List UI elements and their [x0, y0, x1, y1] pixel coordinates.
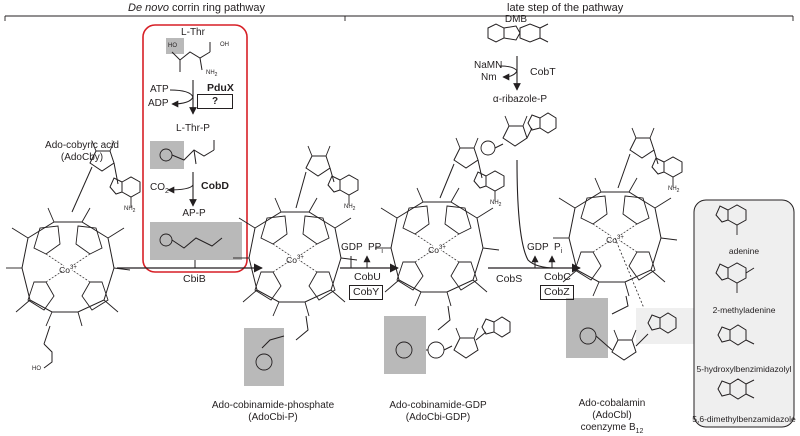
- ho-atom: HO: [168, 43, 177, 49]
- co-center-3: Co3+: [428, 244, 446, 255]
- gdp2-label: GDP: [527, 242, 549, 253]
- cobu-enzyme: CobU: [354, 271, 381, 283]
- namn-label: NaMN: [474, 60, 503, 71]
- adocbl-name: Ado-cobalamin: [578, 398, 646, 409]
- adocbl-abbrev: (AdoCbl): [592, 410, 632, 421]
- late-step-header: late step of the pathway: [507, 2, 624, 14]
- co-center-2: Co3+: [286, 254, 304, 265]
- nh2-adocbip: NH2: [344, 204, 356, 213]
- ligand-5-6-dimethylbenzamidazole: 5,6-dimethylbenzamidazole: [692, 414, 796, 424]
- nh2-atom: NH2: [206, 70, 218, 79]
- ligand-2-methyladenine: 2-methyladenine: [712, 305, 776, 315]
- denovo-header: De novo corrin ring pathway: [128, 2, 265, 14]
- adocbigdp-abbrev: (AdoCbi-GDP): [405, 412, 471, 423]
- nh2-adocby: NH2: [124, 206, 136, 215]
- adocbip-name: Ado-cobinamide-phosphate: [211, 400, 335, 411]
- co-center-4: Co3+: [606, 234, 624, 245]
- adocbip-abbrev: (AdoCbi-P): [248, 412, 298, 423]
- oh-adocby: HO: [32, 366, 41, 372]
- pdux-enzyme: PduX: [207, 82, 234, 94]
- adocby-abbrev: (AdoCby): [60, 152, 104, 163]
- adocbl-coenzyme: coenzyme B12: [580, 422, 644, 435]
- gdp-label: GDP: [341, 242, 363, 253]
- oh-atom: OH: [220, 42, 229, 48]
- cobc-enzyme: CobC: [544, 271, 571, 283]
- ribazole-label: α-ribazole-P: [492, 94, 548, 105]
- ligand-panel: [693, 199, 795, 428]
- co-center-1: Co3+: [59, 264, 77, 275]
- cobt-enzyme: CobT: [530, 66, 556, 78]
- cbib-enzyme: CbiB: [183, 273, 206, 285]
- co2-label: CO2: [150, 182, 169, 195]
- nm-label: Nm: [481, 72, 497, 83]
- app-label: AP-P: [182, 208, 206, 219]
- lthr-label: L-Thr: [181, 27, 205, 38]
- adp-label: ADP: [148, 98, 169, 109]
- cobs-enzyme: CobS: [496, 273, 523, 285]
- thr-panel-border: [142, 24, 248, 273]
- atp-label: ATP: [150, 84, 169, 95]
- dmb-label: DMB: [504, 14, 528, 25]
- ligand-adenine: adenine: [728, 246, 760, 256]
- adocby-name: Ado-cobyric acid: [45, 140, 119, 151]
- cobd-enzyme: CobD: [201, 180, 229, 192]
- unknown-enzyme-box: ?: [197, 94, 233, 109]
- lthrp-label: L-Thr-P: [176, 123, 210, 134]
- cobz-enzyme: CobZ: [540, 285, 574, 300]
- ligand-5-hydroxylbenzimidazolyl: 5-hydroxylbenzimidazolyl: [696, 364, 792, 374]
- pi-label: Pi: [554, 242, 563, 255]
- ppi-label: PPi: [368, 242, 383, 255]
- coby-enzyme: CobY: [349, 285, 384, 300]
- adocbigdp-name: Ado-cobinamide-GDP: [389, 400, 487, 411]
- nh2-adocbl: NH2: [668, 186, 680, 195]
- nh2-adocbigdp: NH2: [490, 200, 502, 209]
